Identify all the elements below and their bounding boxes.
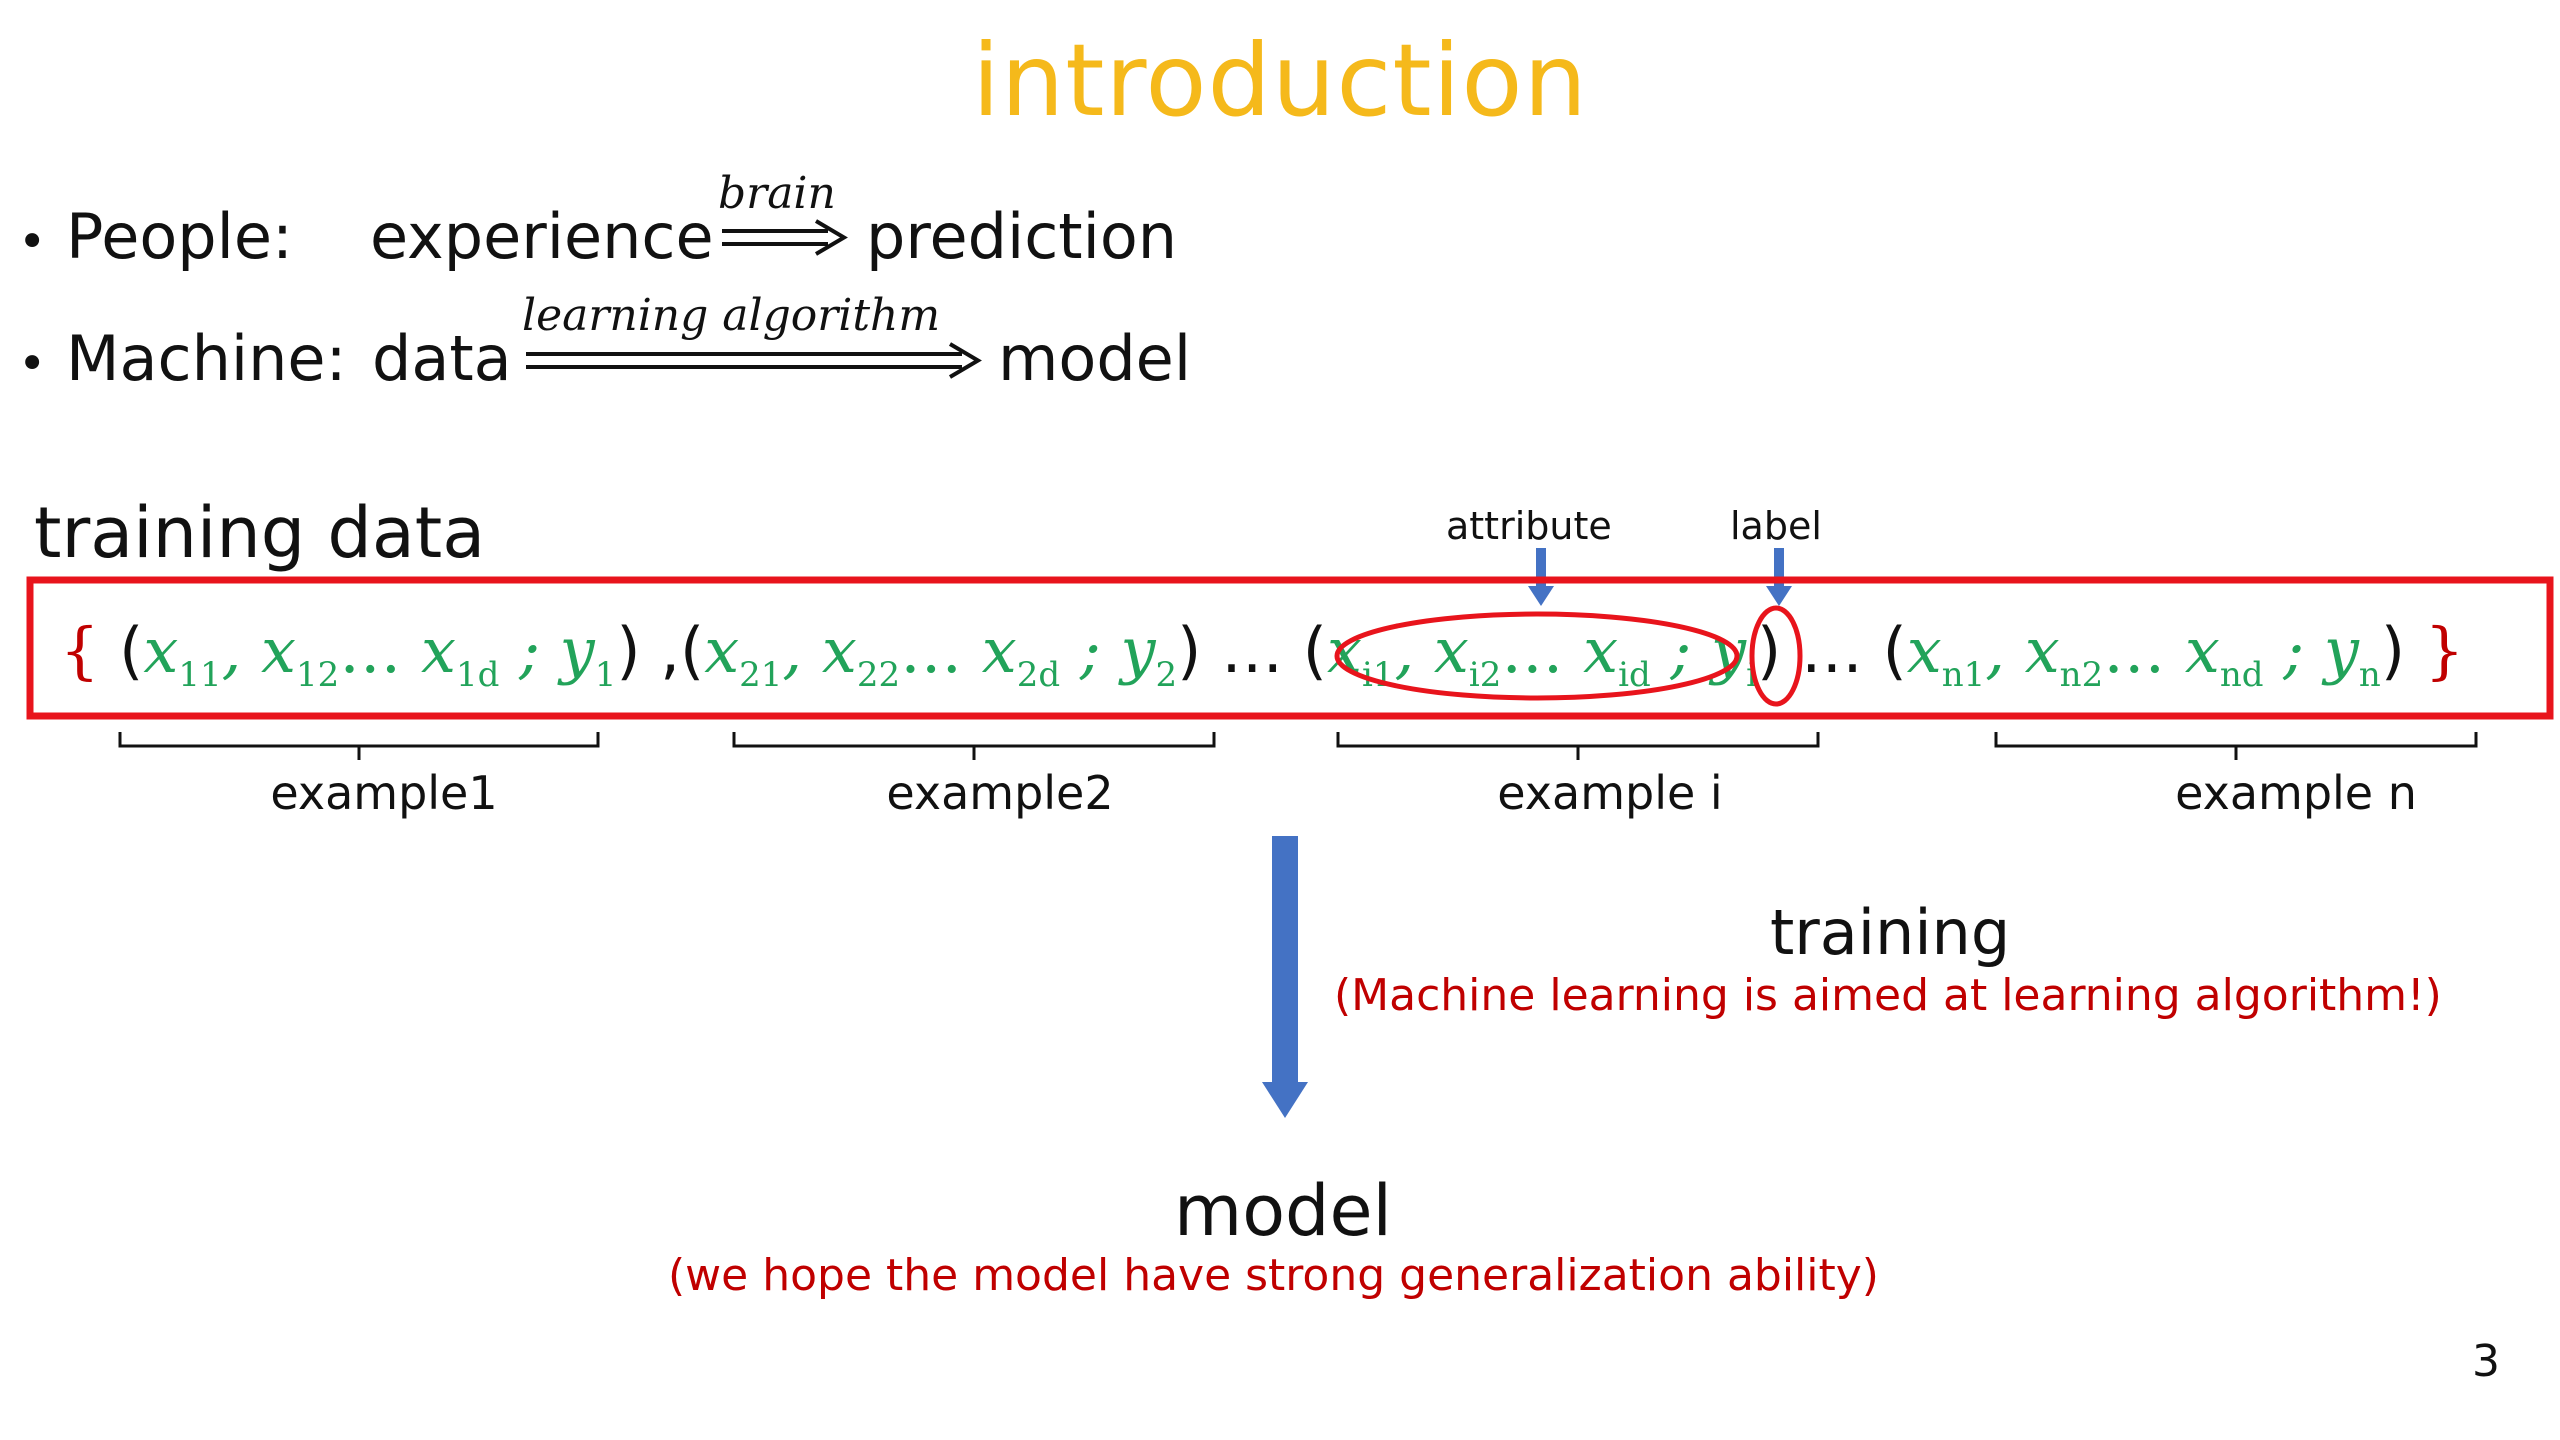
subscript: i1	[1361, 655, 1395, 695]
training-data-title: training data	[34, 492, 486, 574]
people-from: experience	[370, 200, 714, 273]
people-over-label: brain	[718, 168, 836, 219]
comma-separator: ,	[660, 614, 680, 687]
label-label: label	[1730, 504, 1822, 548]
subscript: i2	[1468, 655, 1502, 695]
subscript: 2	[1155, 655, 1178, 695]
subscript: 11	[178, 655, 222, 695]
training-note: (Machine learning is aimed at learning a…	[1334, 970, 2442, 1021]
paren-close: )	[1756, 614, 1782, 687]
paren-open: (	[119, 614, 144, 687]
model-label: model	[1174, 1170, 1392, 1252]
bracket-example1	[118, 732, 600, 760]
example-i-label: example i	[1497, 766, 1723, 820]
ellipsis: …	[1800, 614, 1863, 687]
page-number: 3	[2472, 1336, 2500, 1387]
training-down-arrow	[1262, 836, 1308, 1118]
tuple-example2: x21, x22… x2d ; y2	[704, 614, 1178, 695]
example1-label: example1	[270, 766, 498, 820]
attribute-highlight-ellipse	[1334, 611, 1740, 701]
paren-close: )	[616, 614, 641, 687]
machine-over-label: learning algorithm	[522, 290, 941, 341]
paren-open: (	[1302, 614, 1327, 687]
close-brace: }	[2424, 614, 2465, 687]
bullet-dot: •	[18, 214, 47, 270]
subscript: 1d	[455, 655, 500, 695]
paren-open: (	[1882, 614, 1907, 687]
training-label: training	[1770, 896, 2011, 969]
bullet-people: • People:	[18, 200, 293, 273]
machine-double-arrow	[526, 342, 982, 379]
example-n-label: example n	[2175, 766, 2417, 820]
tuple-example1: x11, x12… x1d ; y1	[143, 614, 617, 695]
subscript: nd	[2219, 655, 2264, 695]
open-brace: {	[60, 614, 100, 687]
subscript: n2	[2059, 655, 2104, 695]
subscript: n	[2358, 655, 2381, 695]
paren-close: )	[1177, 614, 1202, 687]
people-double-arrow	[722, 219, 848, 256]
machine-to: model	[998, 322, 1192, 395]
page-title: introduction	[972, 22, 1588, 139]
people-label: People:	[66, 200, 293, 273]
attribute-pointer-arrow	[1528, 548, 1554, 606]
bracket-example2	[732, 732, 1216, 760]
tuple-example-n: xn1, xn2… xnd ; yn	[1906, 614, 2381, 695]
example-brackets	[118, 732, 2478, 760]
bullet-dot: •	[18, 336, 47, 392]
label-pointer-arrow	[1766, 548, 1792, 606]
bracket-example-n	[1994, 732, 2478, 760]
model-note: (we hope the model have strong generaliz…	[668, 1250, 1879, 1301]
example2-label: example2	[886, 766, 1114, 820]
subscript: id	[1618, 655, 1651, 695]
subscript: 1	[594, 655, 617, 695]
paren-close: )	[2380, 614, 2406, 687]
machine-from: data	[372, 322, 512, 395]
attribute-label: attribute	[1446, 504, 1612, 548]
subscript: 2d	[1016, 655, 1061, 695]
bullet-machine: • Machine:	[18, 322, 346, 395]
subscript: n1	[1941, 655, 1986, 695]
highlight-ellipses	[1334, 605, 1803, 707]
subscript: 21	[739, 655, 783, 695]
subscript: 22	[856, 655, 901, 695]
training-data-frame	[26, 576, 2554, 720]
people-to: prediction	[866, 200, 1178, 273]
paren-open: (	[679, 614, 705, 687]
subscript: 12	[296, 655, 340, 695]
label-highlight-ellipse	[1749, 605, 1803, 707]
ellipsis: …	[1221, 614, 1284, 687]
machine-label: Machine:	[66, 322, 347, 395]
bracket-example-i	[1336, 732, 1820, 760]
